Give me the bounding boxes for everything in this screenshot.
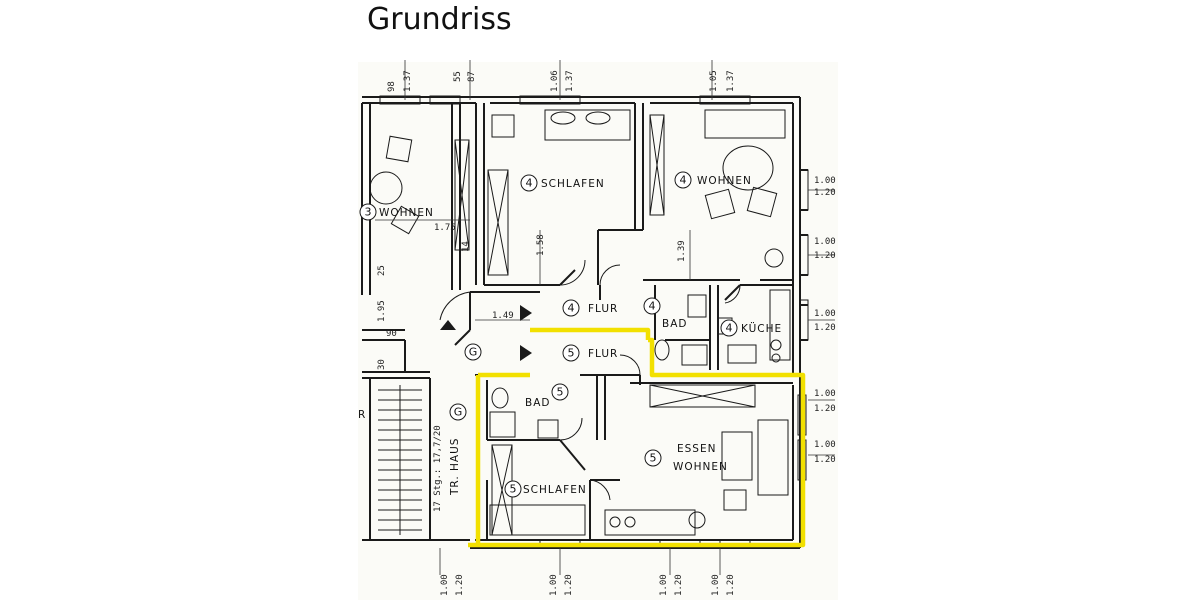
dim-right-1b: 1.20 — [814, 188, 836, 198]
room-num-schlafen4: 4 — [526, 177, 533, 190]
room-label-essen5: ESSEN — [677, 443, 716, 455]
room-num-schlafen5: 5 — [510, 483, 517, 496]
dim-right-4b: 1.20 — [814, 404, 836, 414]
page-title: Grundriss — [367, 2, 512, 37]
dim-bottom-3a: 1.00 — [659, 574, 669, 596]
dim-bottom-3b: 1.20 — [674, 574, 684, 596]
dim-flur-w: 1.49 — [492, 311, 514, 321]
dim-right-3b: 1.20 — [814, 323, 836, 333]
room-label-trhaus: TR. HAUS — [449, 438, 461, 496]
dim-right-2a: 1.00 — [814, 237, 836, 247]
dim-right-4a: 1.00 — [814, 389, 836, 399]
dim-small-14: 14 — [461, 241, 471, 252]
room-label-wohnen4: WOHNEN — [697, 175, 752, 187]
dim-bottom-4b: 1.20 — [726, 574, 736, 596]
dim-left-195: 1.95 — [377, 300, 387, 322]
room-label-schlafen4: SCHLAFEN — [541, 178, 605, 190]
dim-right-5a: 1.00 — [814, 440, 836, 450]
dim-top-mid-a: 1.06 — [550, 70, 560, 92]
room-number-circles — [359, 171, 738, 498]
room-label-bad4: BAD — [662, 318, 687, 330]
dim-bottom-2b: 1.20 — [564, 574, 574, 596]
dim-left-90: 90 — [386, 329, 397, 339]
room-label-partial: R — [358, 409, 366, 421]
room-num-flur4: 4 — [568, 302, 575, 315]
room-label-wohnen3: WOHNEN — [379, 207, 434, 219]
room-num-g1: G — [469, 346, 478, 359]
dim-right-3a: 1.00 — [814, 309, 836, 319]
dim-bottom-1a: 1.00 — [440, 574, 450, 596]
furniture — [369, 109, 791, 536]
room-num-g2: G — [454, 406, 463, 419]
dim-bottom-4a: 1.00 — [711, 574, 721, 596]
dim-top-mid-b: 1.37 — [565, 70, 575, 92]
dim-left-25: 25 — [377, 265, 387, 276]
dim-schlafen-h: 1.58 — [536, 234, 546, 256]
dim-top-right-a: 1.05 — [709, 70, 719, 92]
unit-5-highlight — [468, 327, 806, 548]
dim-top-left-a: 98 — [387, 81, 397, 92]
dim-top-left-d: 87 — [467, 71, 477, 82]
dim-left-30: 30 — [377, 359, 387, 370]
room-num-wohnen4: 4 — [680, 174, 687, 187]
room-label-wohnen5: WOHNEN — [673, 461, 728, 473]
room-label-flur4: FLUR — [588, 303, 618, 315]
room-label-schlafen5: SCHLAFEN — [523, 484, 587, 496]
room-num-bad4: 4 — [649, 300, 656, 313]
dim-top-left-b: 1.37 — [403, 70, 413, 92]
dim-right-2b: 1.20 — [814, 251, 836, 261]
room-num-kueche4: 4 — [726, 322, 733, 335]
room-num-wohnen3: 3 — [365, 206, 372, 219]
dimension-lines — [375, 60, 835, 575]
dim-top-left-c: 55 — [453, 71, 463, 82]
room-label-flur5: FLUR — [588, 348, 618, 360]
dim-top-right-b: 1.37 — [726, 70, 736, 92]
dim-bottom-2a: 1.00 — [549, 574, 559, 596]
dim-wohnen-w: 1.75 — [434, 223, 456, 233]
dim-bottom-1b: 1.20 — [455, 574, 465, 596]
room-label-kueche4: KÜCHE — [741, 322, 782, 335]
room-num-flur5: 5 — [568, 347, 575, 360]
room-num-bad5: 5 — [557, 386, 564, 399]
room-num-essen5: 5 — [650, 452, 657, 465]
dim-wohnen4-h: 1.39 — [677, 240, 687, 262]
entrance-arrows — [440, 305, 532, 361]
room-label-bad5: BAD — [525, 397, 550, 409]
dim-right-5b: 1.20 — [814, 455, 836, 465]
stairs-label: 17 Stg.: 17,7/20 — [433, 425, 443, 512]
dim-right-1a: 1.00 — [814, 176, 836, 186]
